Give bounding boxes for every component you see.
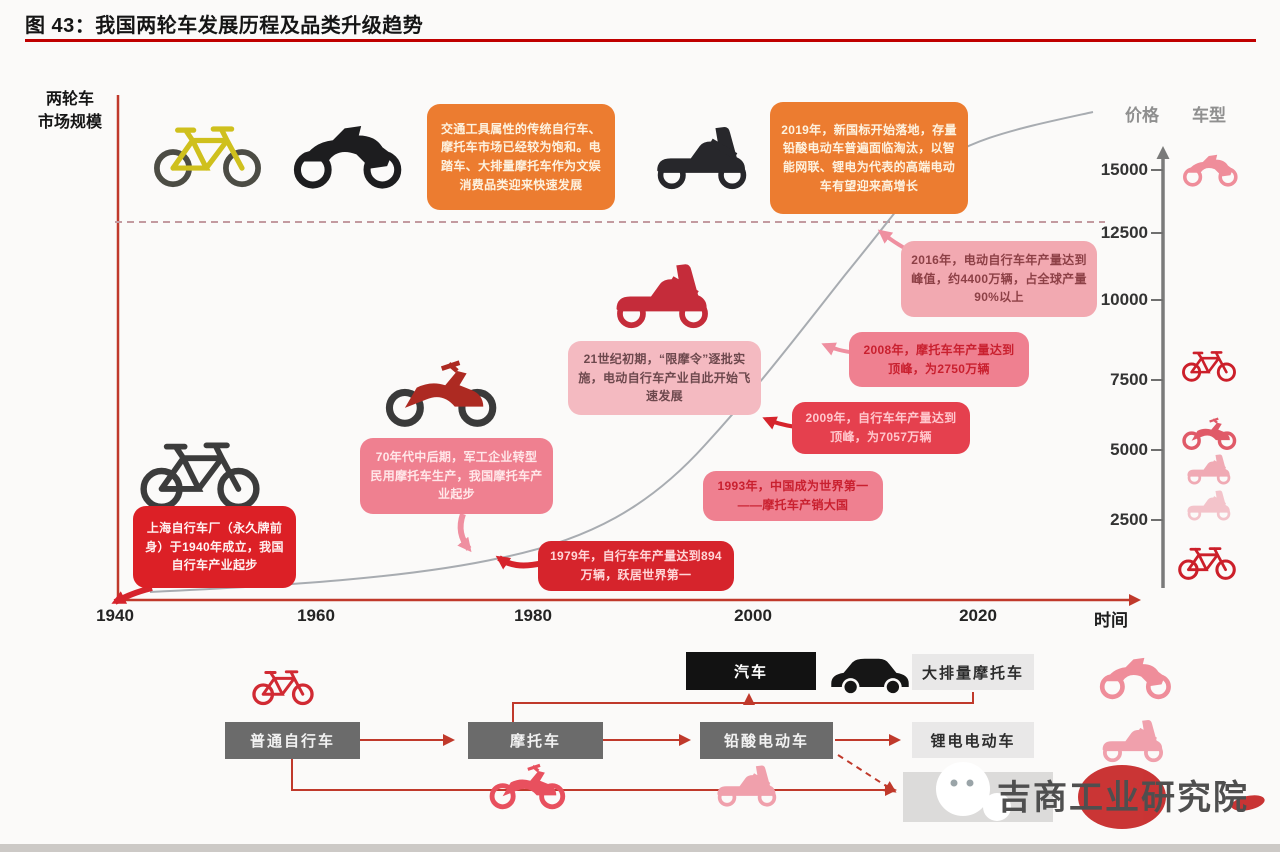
title-divider (25, 39, 1256, 42)
flow-connectors (291, 692, 974, 796)
price-tick-2500: 2500 (1110, 510, 1148, 529)
flow-node-lithium-ev: 锂电电动车 (912, 722, 1034, 758)
figure-title: 图 43：我国两轮车发展历程及品类升级趋势 (25, 15, 424, 37)
callout-ebike-peak-2016: 2016年，电动自行车年产量达到峰值，约4400万辆，占全球产量90%以上 (901, 241, 1097, 317)
watermark-text: 吉商工业研究院 (997, 779, 1249, 817)
price-axis (1151, 146, 1170, 588)
callout-world-first-1993: 1993年，中国成为世界第一——摩托车产销大国 (703, 471, 883, 521)
x-tick-2000: 2000 (734, 606, 772, 625)
flow-node-lead-acid-ev: 铅酸电动车 (700, 722, 833, 759)
callout-consumer-upgrade: 交通工具属性的传统自行车、摩托车市场已经较为饱和。电踏车、大排量摩托车作为文娱消… (427, 104, 615, 210)
x-tick-1960: 1960 (297, 606, 335, 625)
flow-node-large-displacement-motorcycle: 大排量摩托车 (912, 654, 1034, 690)
price-tick-15000: 15000 (1100, 160, 1148, 179)
model-header: 车型 (1192, 106, 1226, 125)
x-tick-2020: 2020 (959, 606, 997, 625)
wechat-logo-icon (936, 762, 1011, 821)
price-header: 价格 (1125, 106, 1159, 125)
flow-node-ordinary-bicycle: 普通自行车 (225, 722, 360, 759)
callout-shanghai-1940: 上海自行车厂（永久牌前身）于1940年成立，我国自行车产业起步 (133, 506, 296, 588)
y-axis-label: 两轮车 市场规模 (37, 91, 102, 132)
callout-new-standard-2019: 2019年，新国标开始落地，存量铅酸电动车普遍面临淘汰，以智能网联、锂电为代表的… (770, 102, 968, 214)
flow-node-motorcycle: 摩托车 (468, 722, 603, 759)
price-tick-7500: 7500 (1110, 370, 1148, 389)
callout-military-1970s: 70年代中后期，军工企业转型民用摩托车生产，我国摩托车产业起步 (360, 438, 553, 514)
x-tick-1940: 1940 (96, 606, 134, 625)
flow-node-car: 汽车 (686, 652, 816, 690)
callout-moto-ban-2000s: 21世纪初期，“限摩令”逐批实施，电动自行车产业自此开始飞速发展 (568, 341, 761, 415)
price-tick-12500: 12500 (1100, 223, 1148, 242)
callout-moto-peak-2008: 2008年，摩托车年产量达到顶峰，为2750万辆 (849, 332, 1029, 387)
price-tick-10000: 10000 (1100, 290, 1148, 309)
x-tick-1980: 1980 (514, 606, 552, 625)
callout-bicycle-peak-2009: 2009年，自行车年产量达到顶峰，为7057万辆 (792, 402, 970, 454)
callout-bicycle-1979: 1979年，自行车年产量达到894万辆，跃居世界第一 (538, 541, 734, 591)
bottom-edge-strip (0, 844, 1280, 852)
price-tick-5000: 5000 (1110, 440, 1148, 459)
x-axis-title: 时间 (1094, 611, 1128, 630)
red-stamp (1078, 765, 1265, 829)
